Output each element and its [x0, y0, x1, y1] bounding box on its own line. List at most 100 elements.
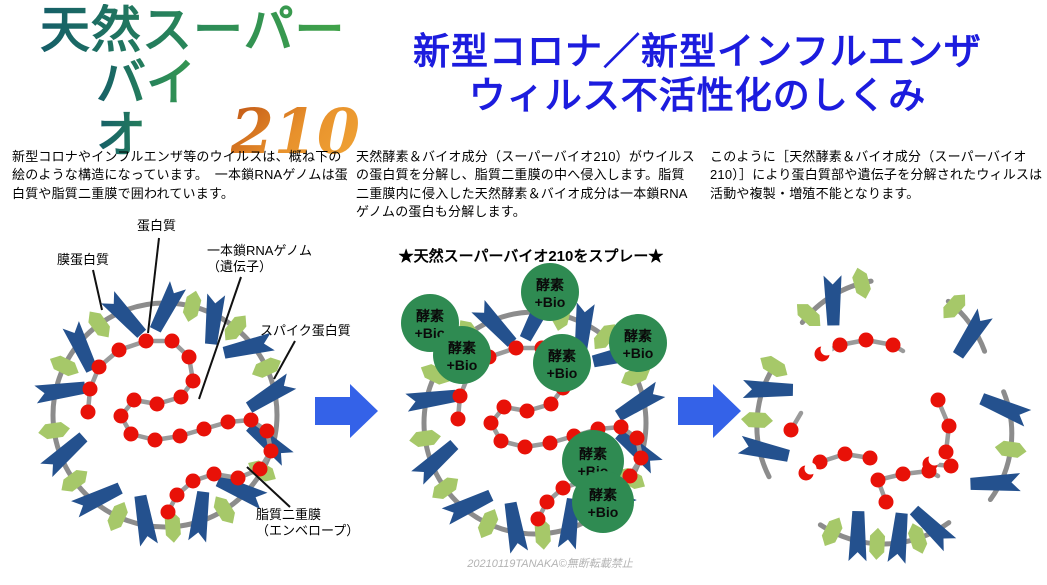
rna-protein-dot	[126, 392, 142, 408]
spike-protein-icon	[188, 491, 210, 543]
spike-protein-icon	[149, 281, 187, 333]
spike-protein-icon	[979, 393, 1032, 427]
envelope-fragment	[943, 294, 993, 359]
rna-protein-dot	[943, 458, 959, 474]
rna-protein-dot	[206, 466, 222, 482]
spike-protein-icon	[71, 482, 123, 518]
rna-protein-dot	[91, 359, 107, 375]
spike-protein-icon	[742, 380, 794, 399]
rna-protein-dot	[530, 511, 546, 527]
svg-text:酵素: 酵素	[416, 308, 444, 324]
title-line2: ウィルス不活性化のしくみ	[468, 75, 927, 116]
svg-text:+Bio: +Bio	[447, 357, 478, 373]
rna-protein-dot	[185, 473, 201, 489]
logo-line1: 天然スーパー	[40, 3, 360, 57]
rna-protein-dot	[138, 333, 154, 349]
rna-protein-dot	[633, 450, 649, 466]
membrane-protein-icon	[477, 509, 499, 539]
label-leader-line	[147, 237, 160, 334]
membrane-protein-icon	[61, 470, 88, 492]
rna-protein-dot	[80, 404, 96, 420]
rna-protein-dot	[629, 430, 645, 446]
svg-text:酵素: 酵素	[548, 348, 576, 364]
rna-protein-dot	[613, 419, 629, 435]
rna-protein-dot	[812, 454, 828, 470]
rna-protein-dot	[164, 333, 180, 349]
enzyme-bio-circle: 酵素+Bio	[572, 471, 634, 533]
membrane-protein-icon	[182, 290, 202, 322]
membrane-protein-icon	[760, 355, 788, 378]
rna-protein-dot	[832, 337, 848, 353]
spike-protein-icon	[405, 389, 457, 412]
rna-protein-dot	[783, 422, 799, 438]
label-leader-line	[198, 276, 242, 400]
label-envelope-line1: 脂質二重膜	[256, 507, 322, 522]
virus-intact	[34, 281, 297, 547]
svg-text:酵素: 酵素	[579, 446, 607, 462]
rna-protein-dot	[493, 433, 509, 449]
membrane-protein-icon	[852, 267, 871, 299]
description-step2: 天然酵素＆バイオ成分（スーパーバイオ210）がウイルスの蛋白質を分解し、脂質二重…	[356, 149, 695, 220]
rna-protein-dot	[450, 411, 466, 427]
rna-protein-dot	[622, 468, 638, 484]
membrane-protein-icon	[88, 311, 110, 338]
logo-line2-number: 210	[230, 94, 360, 168]
spike-protein-icon	[737, 435, 790, 462]
label-envelope-line2: （エンベロープ）	[256, 523, 360, 539]
rna-protein-dot	[483, 415, 499, 431]
rna-protein-dot	[259, 423, 275, 439]
envelope-fragment	[970, 389, 1032, 503]
svg-text:+Bio: +Bio	[415, 325, 446, 341]
spike-protein-icon	[471, 300, 517, 347]
membrane-protein-icon	[38, 422, 70, 440]
broken-rna-fragments	[783, 332, 959, 510]
envelope-fragment	[737, 355, 794, 480]
rna-protein-dot	[160, 504, 176, 520]
process-arrow-1	[315, 384, 378, 438]
rna-protein-dot	[147, 432, 163, 448]
logo-line2: バイオ 210	[96, 56, 360, 168]
membrane-protein-icon	[869, 527, 886, 560]
svg-text:酵素: 酵素	[448, 340, 476, 356]
rna-protein-dot	[941, 418, 957, 434]
rna-protein-dot	[172, 428, 188, 444]
spike-protein-icon	[970, 473, 1021, 492]
spike-protein-icon	[134, 494, 158, 547]
spike-protein-icon	[34, 381, 86, 404]
label-rna-genome: 一本鎖RNAゲノム （遺伝子）	[207, 243, 312, 276]
spike-protein-icon	[614, 381, 666, 421]
rna-protein-dot	[452, 388, 468, 404]
rna-protein-dot	[837, 446, 853, 462]
label-rna-line1: 一本鎖RNAゲノム	[207, 243, 313, 258]
rna-protein-dot	[870, 472, 886, 488]
spike-protein-icon	[204, 293, 226, 345]
label-leader-line	[246, 466, 291, 508]
spike-protein-icon	[215, 475, 268, 510]
rna-protein-dot	[252, 461, 268, 477]
svg-text:酵素: 酵素	[536, 277, 564, 293]
torn-protein-fragment	[922, 453, 941, 472]
svg-text:+Bio: +Bio	[588, 504, 619, 520]
spike-protein-icon	[62, 321, 98, 373]
rna-protein-dot	[173, 389, 189, 405]
logo-line2-kana: バイオ	[96, 56, 229, 162]
spike-protein-icon	[848, 511, 867, 562]
spike-protein-icon	[411, 440, 459, 485]
membrane-protein-icon	[107, 502, 128, 532]
membrane-protein-icon	[252, 357, 282, 378]
rna-protein-dot	[169, 487, 185, 503]
rna-protein-dot	[858, 332, 874, 348]
rna-protein-dot	[878, 494, 894, 510]
label-spike-protein: スパイク蛋白質	[260, 323, 351, 338]
rna-protein-dot	[230, 470, 246, 486]
product-logo: 天然スーパー バイオ 210	[40, 3, 360, 168]
rna-protein-dot	[938, 444, 954, 460]
leader-lines	[92, 237, 296, 508]
enzyme-bio-circle: 酵素+Bio	[521, 263, 579, 321]
membrane-protein-icon	[741, 412, 773, 428]
rna-protein-dot	[508, 340, 524, 356]
svg-text:酵素: 酵素	[589, 487, 617, 503]
enzyme-bio-circle: 酵素+Bio	[609, 314, 667, 372]
